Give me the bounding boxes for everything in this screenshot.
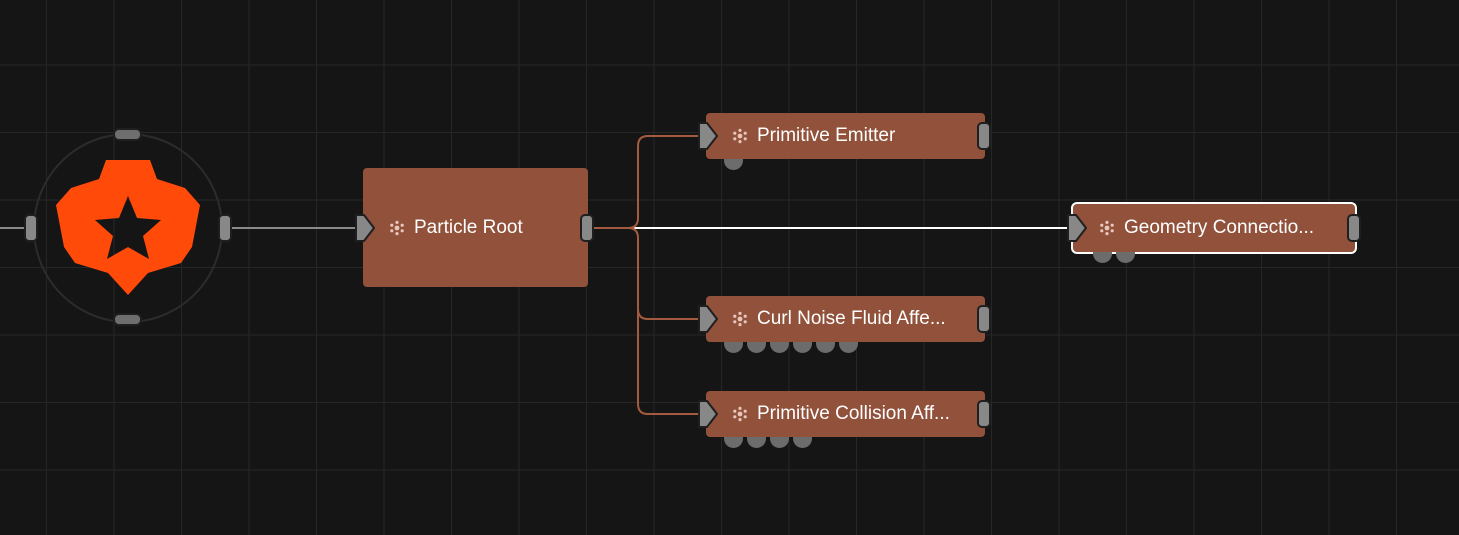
parameter-pin[interactable]	[724, 342, 743, 353]
node-title: Primitive Emitter	[757, 125, 896, 146]
parameter-pin[interactable]	[770, 437, 789, 448]
parameter-pin[interactable]	[1093, 252, 1112, 263]
node-primitive-collision[interactable]: Primitive Collision Aff...	[698, 391, 991, 448]
node-particle-root[interactable]: Particle Root	[355, 168, 594, 287]
node-header: Curl Noise Fluid Affe...	[706, 296, 985, 342]
parameter-pin[interactable]	[839, 342, 858, 353]
input-port[interactable]	[698, 305, 718, 333]
parameter-pin[interactable]	[724, 437, 743, 448]
parameter-pin[interactable]	[747, 342, 766, 353]
particle-icon	[733, 406, 747, 422]
node-primitive-emitter[interactable]: Primitive Emitter	[698, 113, 991, 170]
parameter-pins	[724, 342, 858, 353]
input-port[interactable]	[698, 400, 718, 428]
output-port[interactable]	[977, 400, 991, 428]
node-title: Curl Noise Fluid Affe...	[757, 308, 946, 329]
wire-to-primitive-emitter[interactable]	[594, 135, 700, 229]
node-header: Geometry Connectio...	[1073, 204, 1355, 252]
node-title: Primitive Collision Aff...	[757, 403, 950, 424]
particle-icon	[1100, 220, 1114, 236]
output-port[interactable]	[977, 305, 991, 333]
node-geometry-connection[interactable]: Geometry Connectio...	[1067, 202, 1361, 263]
parameter-pin[interactable]	[793, 342, 812, 353]
root-bottom-port[interactable]	[113, 313, 142, 326]
wire-to-curl-noise-fluid[interactable]	[627, 227, 700, 320]
parameter-pin[interactable]	[793, 437, 812, 448]
particle-icon	[390, 220, 404, 236]
node-title: Particle Root	[414, 217, 523, 238]
output-port[interactable]	[580, 214, 594, 242]
root-top-port[interactable]	[113, 128, 142, 141]
wire-to-primitive-collision[interactable]	[637, 309, 700, 415]
output-port[interactable]	[1347, 214, 1361, 242]
node-header: Particle Root	[363, 205, 588, 251]
node-curl-noise-fluid[interactable]: Curl Noise Fluid Affe...	[698, 296, 991, 353]
particle-icon	[733, 128, 747, 144]
parameter-pin[interactable]	[770, 342, 789, 353]
node-header: Primitive Emitter	[706, 113, 985, 159]
input-port[interactable]	[698, 122, 718, 150]
root-left-port[interactable]	[24, 214, 38, 242]
orange-star-gear-logo-icon	[56, 160, 200, 295]
parameter-pin[interactable]	[724, 159, 743, 170]
parameter-pin[interactable]	[747, 437, 766, 448]
parameter-pins	[724, 437, 812, 448]
parameter-pin[interactable]	[1116, 252, 1135, 263]
parameter-pins	[1093, 252, 1135, 263]
output-port[interactable]	[977, 122, 991, 150]
node-header: Primitive Collision Aff...	[706, 391, 985, 437]
particle-icon	[733, 311, 747, 327]
input-port[interactable]	[1067, 214, 1087, 242]
parameter-pin[interactable]	[816, 342, 835, 353]
input-port[interactable]	[355, 214, 375, 242]
node-title: Geometry Connectio...	[1124, 217, 1315, 238]
root-node[interactable]	[24, 128, 232, 326]
parameter-pins	[724, 159, 743, 170]
root-right-port[interactable]	[218, 214, 232, 242]
